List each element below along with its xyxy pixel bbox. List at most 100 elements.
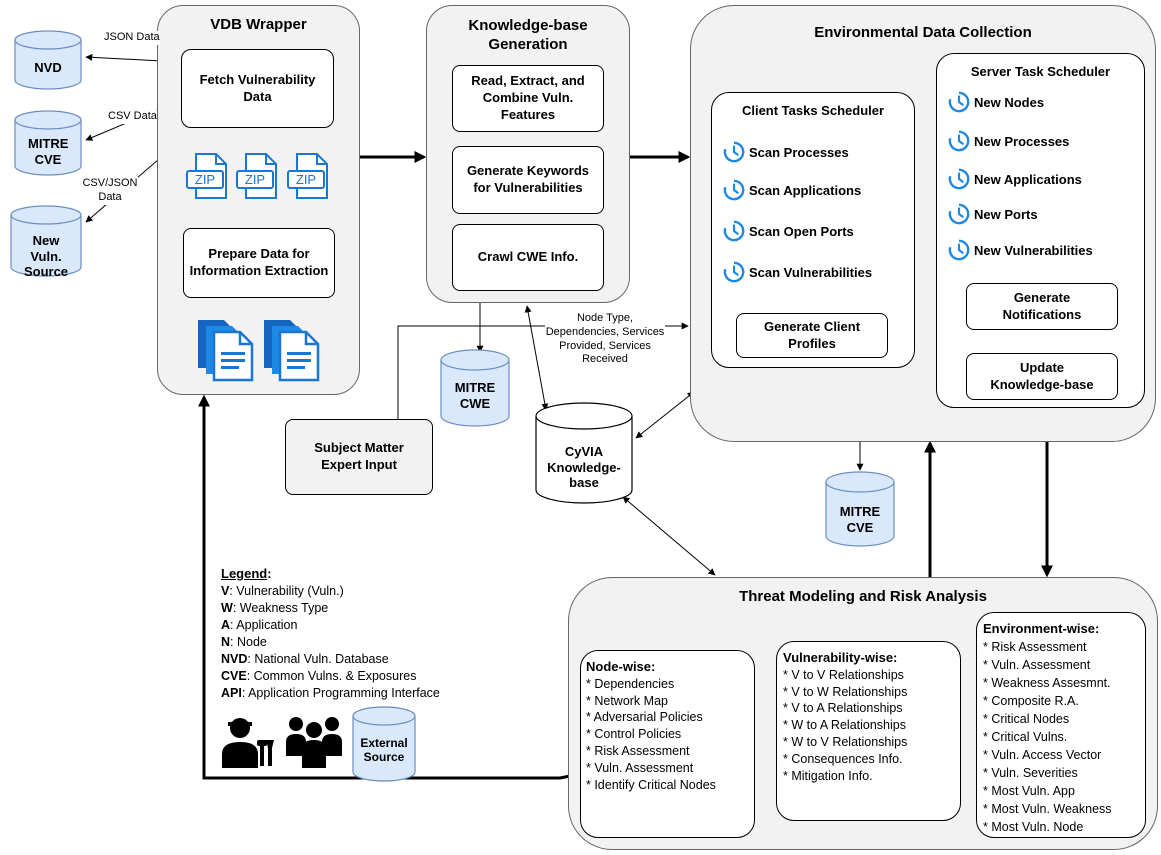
edge-kb-to-cyvia (524, 305, 549, 411)
generate-client-profiles-box: Generate Client Profiles (736, 313, 888, 358)
legend-entry: W: Weakness Type (221, 601, 329, 615)
json-data-edge-label: JSON Data (104, 31, 160, 45)
server-task-item: New Ports (948, 203, 1038, 225)
node-wise-list: Node-wise: * Dependencies * Network Map … (586, 659, 716, 793)
generate-notifications-box: Generate Notifications (966, 283, 1118, 330)
server-task-label: New Vulnerabilities (974, 242, 1093, 258)
sme-edge-label: Node Type, Dependencies, Services Provid… (545, 312, 665, 367)
clock-icon (948, 130, 970, 152)
client-task-item: Scan Vulnerabilities (723, 261, 872, 283)
knowledge-base-generation-title: Knowledge-base Generation (468, 17, 588, 53)
subject-matter-expert-box: Subject Matter Expert Input (285, 419, 433, 495)
list-item: * Most Vuln. Node (983, 820, 1084, 834)
environment-wise-panel (976, 612, 1146, 838)
document-icon (262, 318, 324, 387)
svg-text:ZIP: ZIP (296, 172, 316, 187)
server-task-label: New Processes (974, 133, 1070, 149)
mitre-cve-database-2: MITRE CVE (825, 470, 895, 548)
edge-cyvia-to-env (635, 391, 695, 439)
clock-icon (948, 91, 970, 113)
external-source-label: External Source (360, 736, 408, 765)
server-task-label: New Applications (974, 171, 1082, 187)
list-item: * Critical Vulns. (983, 730, 1068, 744)
csv-json-data-edge-label: CSV/JSON Data (82, 177, 138, 205)
environmental-data-collection-title: Environmental Data Collection (814, 24, 1032, 41)
server-task-item: New Nodes (948, 91, 1044, 113)
server-task-item: New Processes (948, 130, 1069, 152)
mitre-cve-2-label: MITRE CVE (839, 504, 881, 535)
cyvia-knowledge-base-database: CyVIA Knowledge-base (535, 402, 633, 504)
zip-file-icon: ZIP (186, 152, 232, 205)
environment-wise-list: Environment-wise: * Risk Assessment * Vu… (983, 620, 1112, 836)
vulnerability-wise-panel (776, 641, 961, 821)
list-item: * Mitigation Info. (783, 768, 873, 783)
read-extract-combine-box: Read, Extract, and Combine Vuln. Feature… (452, 65, 604, 132)
edge-cyvia-to-threat (622, 496, 716, 576)
clock-icon (723, 179, 745, 201)
server-task-item: New Vulnerabilities (948, 239, 1093, 261)
list-item: * Composite R.A. (983, 694, 1079, 708)
zip-file-icon: ZIP (287, 152, 333, 205)
environment-wise-title: Environment-wise: (983, 621, 1100, 636)
list-item: * V to W Relationships (783, 684, 908, 699)
nvd-label: NVD (34, 60, 62, 75)
new-vuln-source-database: New Vuln. Source (10, 205, 82, 280)
legend-entry: N: Node (221, 635, 267, 649)
list-item: * Vuln. Assessment (983, 658, 1091, 672)
list-item: * Control Policies (586, 727, 682, 742)
client-task-item: Scan Applications (723, 179, 861, 201)
vulnerability-wise-list: Vulnerability-wise: * V to V Relationshi… (783, 650, 907, 784)
engineer-icon (220, 714, 276, 775)
document-icon (196, 318, 258, 387)
threat-modeling-title: Threat Modeling and Risk Analysis (739, 588, 987, 605)
legend-entry: V: Vulnerability (Vuln.) (221, 584, 344, 598)
list-item: * Critical Nodes (983, 712, 1070, 726)
client-task-label: Scan Open Ports (749, 223, 854, 239)
mitre-cve-label: MITRE CVE (28, 136, 69, 167)
list-item: * Most Vuln. Weakness (983, 802, 1112, 816)
server-task-scheduler-panel: Server Task Scheduler (936, 53, 1145, 408)
clock-icon (948, 239, 970, 261)
new-vuln-source-label: New Vuln. Source (23, 233, 69, 280)
client-task-item: Scan Processes (723, 141, 849, 163)
server-task-label: New Ports (974, 206, 1038, 222)
legend-entry: CVE: Common Vulns. & Exposures (221, 669, 417, 683)
legend-title: Legend (221, 566, 268, 581)
clock-icon (948, 203, 970, 225)
list-item: * Risk Assessment (586, 743, 690, 758)
list-item: * Vuln. Severities (983, 766, 1078, 780)
list-item: * Identify Critical Nodes (586, 777, 716, 792)
list-item: * Dependencies (586, 676, 675, 691)
server-task-label: New Nodes (974, 94, 1045, 110)
external-source-database: External Source (352, 706, 416, 782)
client-task-label: Scan Vulnerabilities (749, 264, 873, 280)
client-task-label: Scan Processes (749, 144, 849, 160)
server-task-scheduler-title: Server Task Scheduler (970, 64, 1111, 79)
list-item: * Weakness Assesmnt. (983, 676, 1111, 690)
legend-entry: NVD: National Vuln. Database (221, 652, 389, 666)
csv-data-edge-label: CSV Data (108, 110, 157, 124)
list-item: * V to A Relationships (783, 701, 903, 716)
nvd-database: NVD (14, 30, 82, 90)
fetch-vulnerability-data-box: Fetch Vulnerability Data (181, 49, 334, 128)
list-item: * Most Vuln. App (983, 784, 1075, 798)
client-task-label: Scan Applications (749, 182, 862, 198)
node-wise-title: Node-wise: (586, 659, 656, 674)
list-item: * V to V Relationships (783, 667, 904, 682)
generate-keywords-box: Generate Keywords for Vulnerabilities (452, 146, 604, 214)
svg-text:ZIP: ZIP (245, 172, 265, 187)
list-item: * W to V Relationships (783, 734, 908, 749)
vulnerability-wise-title: Vulnerability-wise: (783, 650, 898, 665)
mitre-cve-database: MITRE CVE (14, 110, 82, 176)
list-item: * W to A Relationships (783, 718, 906, 733)
legend: Legend: V: Vulnerability (Vuln.) W: Weak… (221, 566, 440, 700)
clock-icon (723, 261, 745, 283)
update-knowledge-base-box: Update Knowledge-base (966, 353, 1118, 400)
clock-icon (723, 220, 745, 242)
crawl-cwe-box: Crawl CWE Info. (452, 224, 604, 291)
mitre-cwe-label: MITRE CWE (454, 380, 496, 411)
legend-entry: A: Application (221, 618, 298, 632)
group-people-icon (284, 712, 344, 775)
client-task-item: Scan Open Ports (723, 220, 854, 242)
vdb-wrapper-title: VDB Wrapper (210, 16, 307, 33)
